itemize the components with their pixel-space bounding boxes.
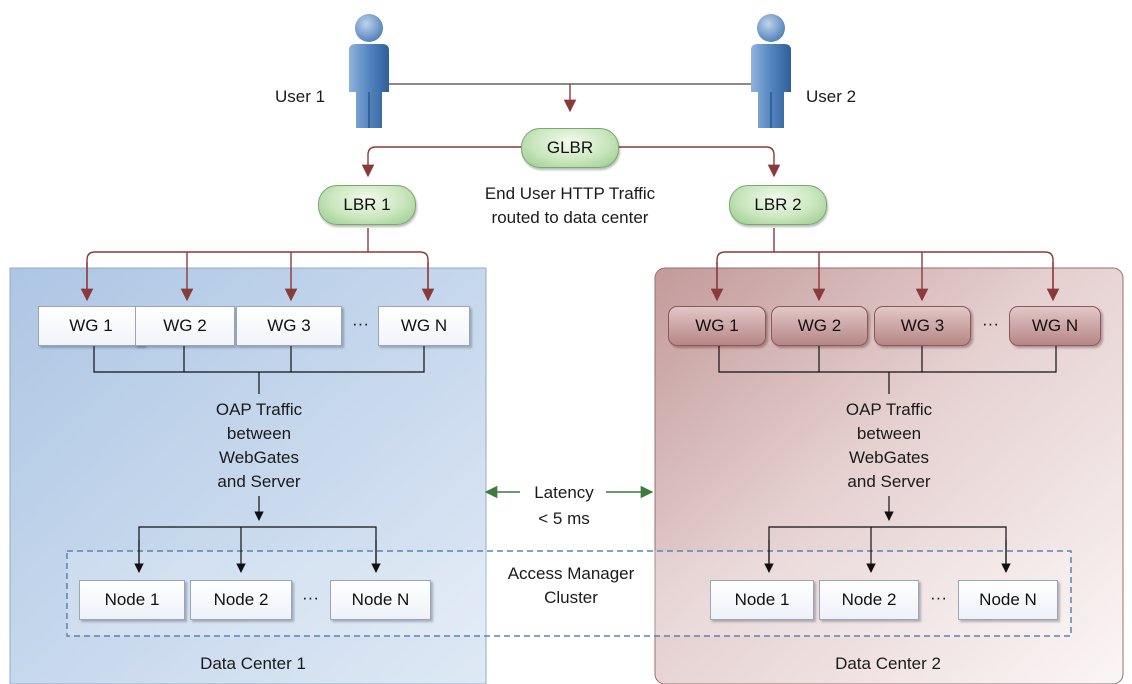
http-traffic-note-line-2: routed to data center	[491, 208, 649, 227]
dc2-node-2: Node 2	[819, 580, 919, 620]
dc2-oap-note-3: WebGates	[848, 448, 930, 467]
lbr-2-node: LBR 2	[729, 185, 827, 225]
data-center-2-label: Data Center 2	[835, 654, 941, 673]
dc1-oap-note-4: and Server	[217, 472, 301, 491]
user-1-label: User 1	[275, 87, 326, 106]
user-2-icon	[751, 14, 791, 128]
http-traffic-arrows	[80, 84, 1060, 302]
http-traffic-note-line-1: End User HTTP Traffic	[484, 184, 656, 203]
lbr-1-node: LBR 1	[318, 185, 416, 225]
glbr-node: GLBR	[521, 128, 619, 168]
latency-label: Latency	[534, 483, 594, 502]
dc2-node-n: Node N	[958, 580, 1058, 620]
oap-traffic-lines-dc1	[93, 346, 425, 573]
cluster-label-1: Access Manager	[507, 564, 635, 583]
user-2-label: User 2	[806, 87, 857, 106]
oap-traffic-lines-dc2	[718, 346, 1057, 573]
dc1-node-ellipsis: ···	[302, 588, 319, 607]
dc1-webgate-1: WG 1	[38, 306, 144, 346]
dc2-oap-note-1: OAP Traffic	[845, 400, 933, 419]
latency-value: < 5 ms	[538, 509, 590, 528]
dc1-webgate-2: WG 2	[135, 306, 235, 346]
dc2-webgate-3: WG 3	[874, 306, 971, 346]
dc2-webgate-n: WG N	[1009, 306, 1101, 346]
cluster-label-2: Cluster	[544, 588, 598, 607]
dc1-node-1: Node 1	[79, 580, 185, 620]
dc1-webgate-n: WG N	[378, 306, 470, 346]
dc2-oap-note-2: between	[856, 424, 922, 443]
dc1-oap-note-3: WebGates	[218, 448, 300, 467]
dc1-oap-note-2: between	[226, 424, 292, 443]
dc1-oap-note-1: OAP Traffic	[215, 400, 303, 419]
dc1-node-2: Node 2	[190, 580, 292, 620]
dc2-webgate-2: WG 2	[771, 306, 868, 346]
dc2-node-1: Node 1	[710, 580, 814, 620]
dc1-webgate-3: WG 3	[236, 306, 342, 346]
dc1-webgate-ellipsis: ···	[352, 314, 369, 333]
user-1-icon	[349, 14, 389, 128]
dc2-oap-note-4: and Server	[847, 472, 931, 491]
dc2-webgate-ellipsis: ···	[982, 314, 999, 333]
dc1-node-n: Node N	[330, 580, 431, 620]
dc2-node-ellipsis: ···	[930, 588, 947, 607]
dc2-webgate-1: WG 1	[668, 306, 766, 346]
data-center-1-label: Data Center 1	[200, 654, 306, 673]
